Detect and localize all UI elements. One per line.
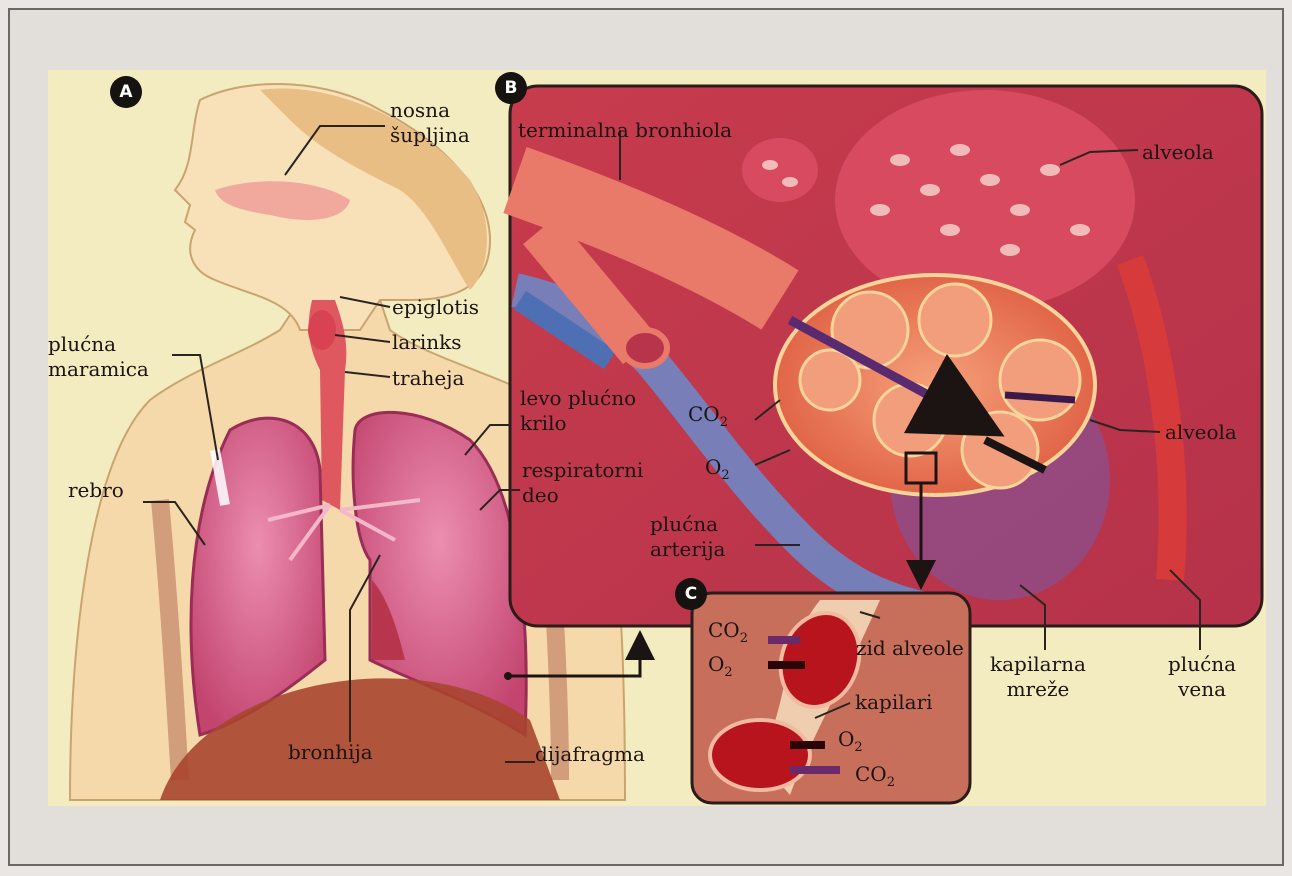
label-epiglotis: epiglotis bbox=[392, 295, 479, 320]
label-levo-plucno-krilo: levo plućno krilo bbox=[520, 386, 636, 436]
label-terminalna-bronhiola: terminalna bronhiola bbox=[518, 118, 732, 143]
label-alveola-mid: alveola bbox=[1165, 420, 1237, 445]
label-larinks: larinks bbox=[392, 330, 462, 355]
label-respiratorni-deo: respiratorni deo bbox=[522, 458, 643, 508]
label-nosna-supljina: nosna šupljina bbox=[390, 98, 470, 148]
panel-badge-c: C bbox=[675, 578, 707, 610]
label-alveola-top: alveola bbox=[1142, 140, 1214, 165]
larynx bbox=[308, 310, 336, 350]
label-o2-b: O2 bbox=[705, 455, 730, 488]
label-bronhija: bronhija bbox=[288, 740, 373, 765]
label-kapilari: kapilari bbox=[855, 690, 933, 715]
label-kapilarna-mreze: kapilarna mreže bbox=[990, 652, 1086, 702]
panel-badge-b: B bbox=[495, 72, 527, 104]
panel-badge-a: A bbox=[110, 76, 142, 108]
label-plucna-arterija: plućna arterija bbox=[650, 512, 725, 562]
capillary-2 bbox=[710, 720, 810, 790]
label-rebro: rebro bbox=[68, 478, 124, 503]
label-co2-b: CO2 bbox=[688, 402, 728, 435]
label-zid-alveole: zid alveole bbox=[856, 636, 964, 661]
panel-b-figure bbox=[510, 86, 1262, 626]
label-o2-c2: O2 bbox=[838, 727, 863, 760]
label-co2-c1: CO2 bbox=[708, 618, 748, 651]
label-plucna-vena: plućna vena bbox=[1168, 652, 1236, 702]
label-plucna-maramica: plućna maramica bbox=[48, 332, 149, 382]
label-co2-c2: CO2 bbox=[855, 762, 895, 795]
label-traheja: traheja bbox=[392, 366, 464, 391]
label-o2-c1: O2 bbox=[708, 652, 733, 685]
label-dijafragma: dijafragma bbox=[535, 742, 645, 767]
alveolar-sac-top bbox=[835, 90, 1135, 310]
